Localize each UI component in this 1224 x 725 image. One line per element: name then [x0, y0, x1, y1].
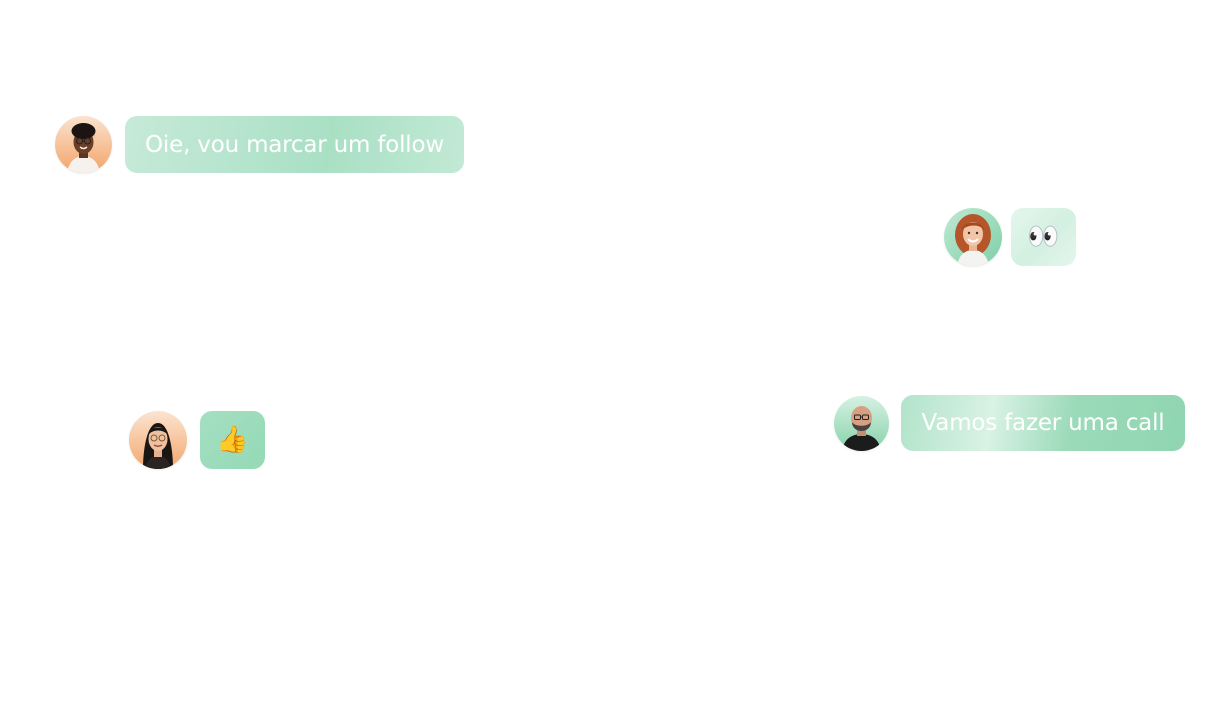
user-avatar	[944, 208, 1002, 266]
user-avatar	[834, 395, 889, 451]
chat-message: Vamos fazer uma call	[834, 395, 1185, 451]
message-bubble: 👀	[1011, 208, 1076, 266]
chat-message: 👍	[129, 411, 265, 469]
woman-dark-hair-glasses-avatar-icon	[129, 411, 187, 469]
redhead-woman-avatar-icon	[944, 208, 1002, 266]
bald-man-beard-avatar-icon	[834, 395, 889, 451]
user-avatar	[129, 411, 187, 469]
user-avatar	[55, 116, 112, 173]
woman-glasses-avatar-icon	[55, 116, 112, 173]
chat-message: 👀	[944, 208, 1076, 266]
message-bubble: 👍	[200, 411, 265, 469]
chat-message: Oie, vou marcar um follow	[55, 116, 464, 173]
message-bubble: Oie, vou marcar um follow	[125, 116, 464, 173]
message-bubble: Vamos fazer uma call	[901, 395, 1185, 451]
